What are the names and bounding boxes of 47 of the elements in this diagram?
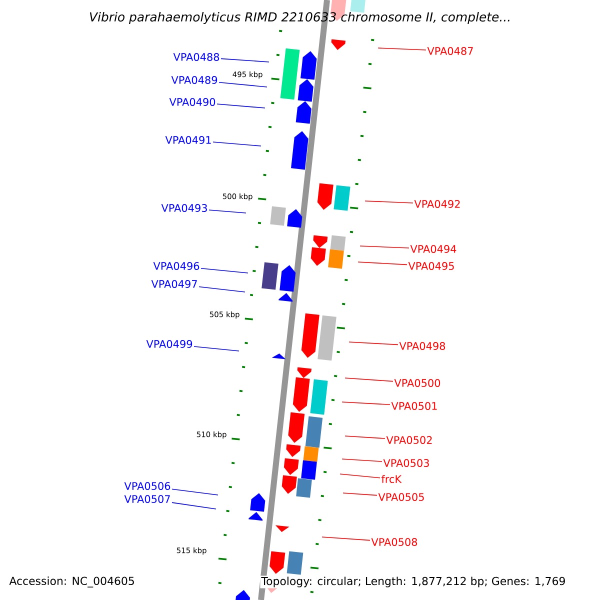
gene-label: VPA0494: [410, 245, 456, 253]
leader-line: [364, 200, 414, 204]
leader-line: [208, 210, 246, 214]
leader-line: [200, 268, 248, 274]
gene-label: VPA0488: [173, 53, 220, 61]
leader-line: [378, 48, 426, 50]
gene-label: VPA0506: [124, 482, 170, 490]
leader-line: [172, 502, 216, 510]
gene-label: VPA0501: [391, 402, 437, 410]
gene-label: VPA0492: [414, 200, 460, 208]
gene-label: VPA0489: [171, 76, 218, 84]
leader-line: [212, 142, 262, 146]
gene-label: VPA0505: [378, 493, 424, 501]
gene-label: VPA0487: [427, 47, 473, 55]
gene-label: VPA0491: [165, 136, 211, 144]
leader-line: [342, 402, 390, 406]
gene-label: VPA0498: [399, 342, 446, 350]
gene-label: VPA0497: [151, 280, 197, 288]
leader-line: [360, 246, 410, 248]
gene-label: VPA0508: [371, 538, 418, 546]
leader-line: [344, 378, 394, 382]
gene-label: VPA0507: [124, 495, 170, 503]
gene-label: VPA0499: [146, 340, 192, 348]
leader-line: [342, 492, 378, 496]
leader-line: [322, 536, 370, 541]
footer-text: Accession: NC_004605: [9, 576, 134, 588]
leader-line: [344, 436, 386, 439]
leader-line: [342, 458, 382, 462]
footer-text: Topology: circular; Length: 1,877,212 bp; Genes: 1,769: [260, 576, 567, 588]
leader-line: [216, 104, 266, 108]
leader-line: [348, 342, 398, 346]
gene-label: VPA0496: [153, 262, 200, 270]
leader-line: [220, 58, 270, 62]
leader-line: [198, 286, 246, 292]
gene-label: VPA0495: [408, 262, 454, 270]
leader-line: [218, 82, 268, 88]
leader-line: [340, 474, 380, 478]
gene-label: VPA0493: [161, 204, 207, 212]
leader-line: [358, 262, 408, 266]
gene-label: VPA0502: [386, 436, 432, 444]
gene-label: VPA0490: [169, 98, 216, 106]
gene-label: frcK: [381, 474, 402, 484]
leader-line: [194, 346, 240, 352]
title: Vibrio parahaemolyticus RIMD 2210633 chromosome II, complete...: [90, 12, 510, 24]
leader-line: [172, 488, 218, 496]
gene-label: VPA0500: [394, 379, 440, 387]
gene-label: VPA0503: [383, 459, 429, 467]
